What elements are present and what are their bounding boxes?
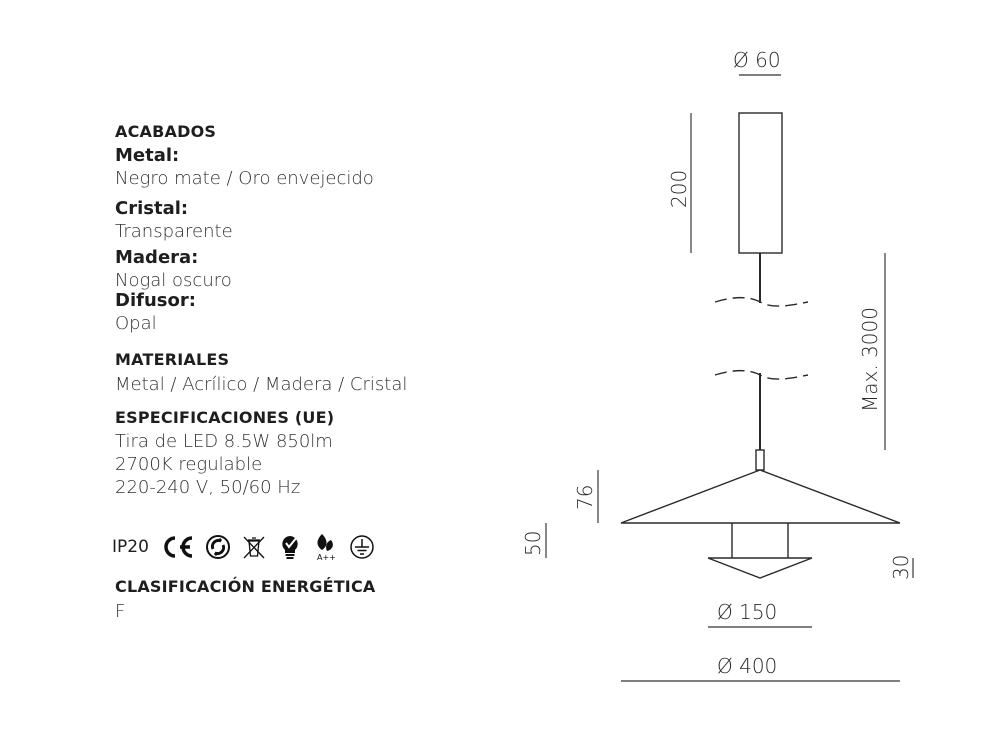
cable-length-label: Max. 3000: [858, 307, 882, 412]
ip-rating: IP20: [112, 537, 149, 557]
certification-icons: IP20 A++: [112, 532, 375, 562]
canopy-diameter-label: Ø 60: [733, 48, 781, 72]
clasificacion-value: F: [115, 601, 126, 622]
led-bulb-check-icon: [282, 536, 298, 559]
spec-line: 2700K regulable: [115, 454, 263, 475]
svg-text:A++: A++: [317, 553, 336, 562]
cristal-label: Cristal:: [115, 198, 189, 219]
shade-diameter-label: Ø 400: [717, 654, 777, 678]
materiales-heading: MATERIALES: [115, 350, 230, 369]
cristal-value: Transparente: [115, 221, 233, 242]
acabados-heading: ACABADOS: [115, 122, 217, 141]
diffuser-height-label: 50: [521, 531, 545, 556]
madera-value: Nogal oscuro: [115, 270, 232, 291]
energy-leaf-a-plus-plus-icon: A++: [317, 534, 336, 562]
clasificacion-heading: CLASIFICACIÓN ENERGÉTICA: [115, 577, 376, 596]
shade-height-label: 76: [573, 485, 597, 510]
difusor-label: Difusor:: [115, 290, 196, 311]
metal-label: Metal:: [115, 145, 180, 166]
canopy-height-label: 200: [667, 170, 691, 208]
especificaciones-heading: ESPECIFICACIONES (UE): [115, 408, 335, 427]
diffuser-diameter-label: Ø 150: [717, 600, 777, 624]
spec-line: 220-240 V, 50/60 Hz: [115, 477, 301, 498]
green-dot-recycling-icon: [205, 535, 230, 559]
spec-line: Tira de LED 8.5W 850lm: [115, 431, 333, 452]
canopy-outline: [738, 112, 783, 254]
energy-class-section: CLASIFICACIÓN ENERGÉTICA F: [115, 577, 475, 623]
earth-ground-icon: [350, 535, 374, 559]
specifications-panel: ACABADOS Metal: Negro mate / Oro envejec…: [115, 122, 475, 499]
materiales-value: Metal / Acrílico / Madera / Cristal: [115, 374, 408, 395]
cone-height-label: 30: [889, 555, 913, 580]
metal-value: Negro mate / Oro envejecido: [115, 168, 374, 189]
madera-label: Madera:: [115, 247, 199, 268]
ce-mark-icon: [164, 536, 193, 558]
difusor-value: Opal: [115, 313, 157, 334]
weee-crossed-bin-icon: [243, 536, 265, 559]
